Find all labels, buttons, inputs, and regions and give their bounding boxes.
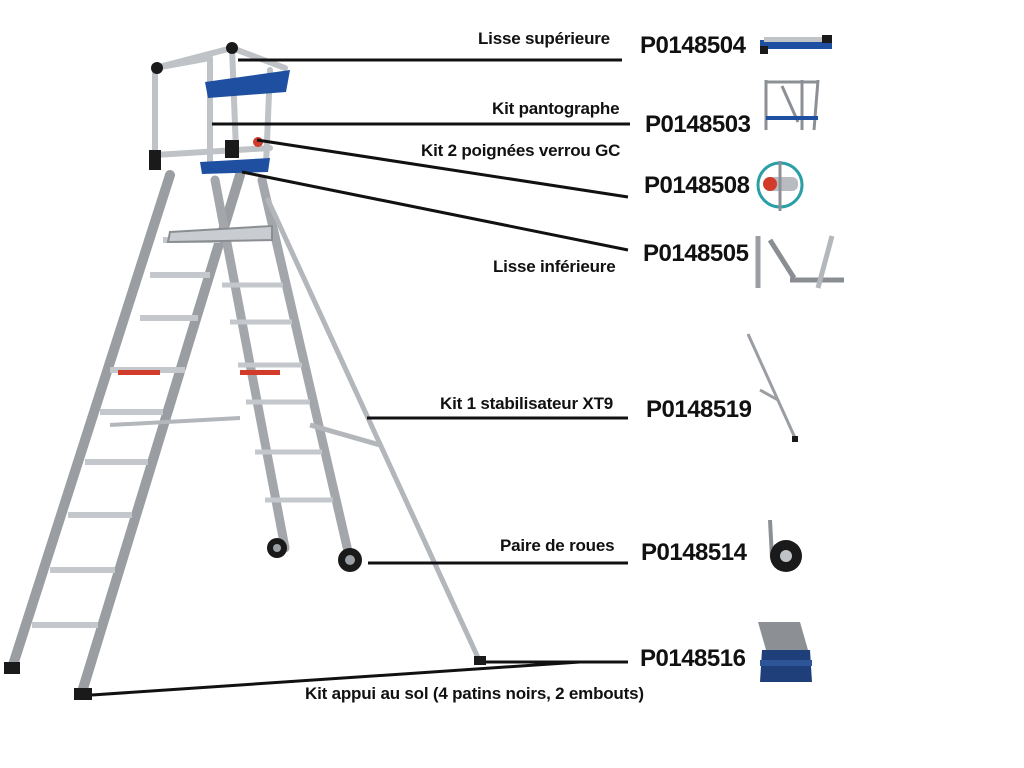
stabilizer-thumbnail bbox=[746, 333, 798, 442]
stabilizer-pole bbox=[265, 197, 483, 665]
leader-line-bottom-rail bbox=[241, 170, 629, 252]
part-label-foot-kit: Kit appui au sol (4 patins noirs, 2 embo… bbox=[305, 684, 644, 703]
part-code-top-rail: P0148504 bbox=[640, 32, 746, 59]
bottom-rail-thumbnail bbox=[755, 235, 844, 289]
part-code-stabilizer: P0148519 bbox=[646, 396, 752, 423]
part-label-lock-handles: Kit 2 poignées verrou GC bbox=[421, 141, 621, 160]
foot-pad-thumbnail bbox=[758, 622, 812, 682]
front-stile-left bbox=[7, 170, 175, 673]
rear-stile-right bbox=[257, 175, 355, 565]
guard-rail bbox=[152, 44, 288, 173]
front-stile-right bbox=[77, 170, 245, 697]
part-code-bottom-rail: P0148505 bbox=[643, 240, 749, 267]
leader-line-lock-handles bbox=[256, 138, 629, 199]
platform bbox=[166, 224, 273, 244]
lock-handle-thumbnail bbox=[756, 161, 804, 211]
part-code-wheels: P0148514 bbox=[641, 539, 747, 566]
rear-rungs bbox=[222, 282, 333, 503]
ladder-illustration bbox=[4, 42, 486, 700]
pantograph-kit-thumbnail bbox=[764, 79, 820, 131]
part-code-foot-kit: P0148516 bbox=[640, 645, 746, 672]
part-label-wheels: Paire de roues bbox=[500, 536, 615, 555]
front-foot-right bbox=[74, 688, 92, 700]
leader-lines bbox=[91, 58, 630, 697]
front-foot-left bbox=[4, 662, 20, 674]
part-label-pantograph: Kit pantographe bbox=[492, 99, 620, 118]
part-label-stabilizer: Kit 1 stabilisateur XT9 bbox=[440, 394, 614, 413]
stabilizer-foot bbox=[474, 656, 486, 665]
part-code-pantograph: P0148503 bbox=[645, 111, 751, 138]
wheel-pair-thumbnail bbox=[768, 519, 802, 572]
top-rail-thumbnail bbox=[760, 35, 832, 54]
part-label-bottom-rail: Lisse inférieure bbox=[493, 257, 616, 276]
part-code-lock-handles: P0148508 bbox=[644, 172, 750, 199]
part-label-top-rail: Lisse supérieure bbox=[478, 29, 610, 48]
leader-line-foot-kit-b bbox=[91, 660, 581, 697]
